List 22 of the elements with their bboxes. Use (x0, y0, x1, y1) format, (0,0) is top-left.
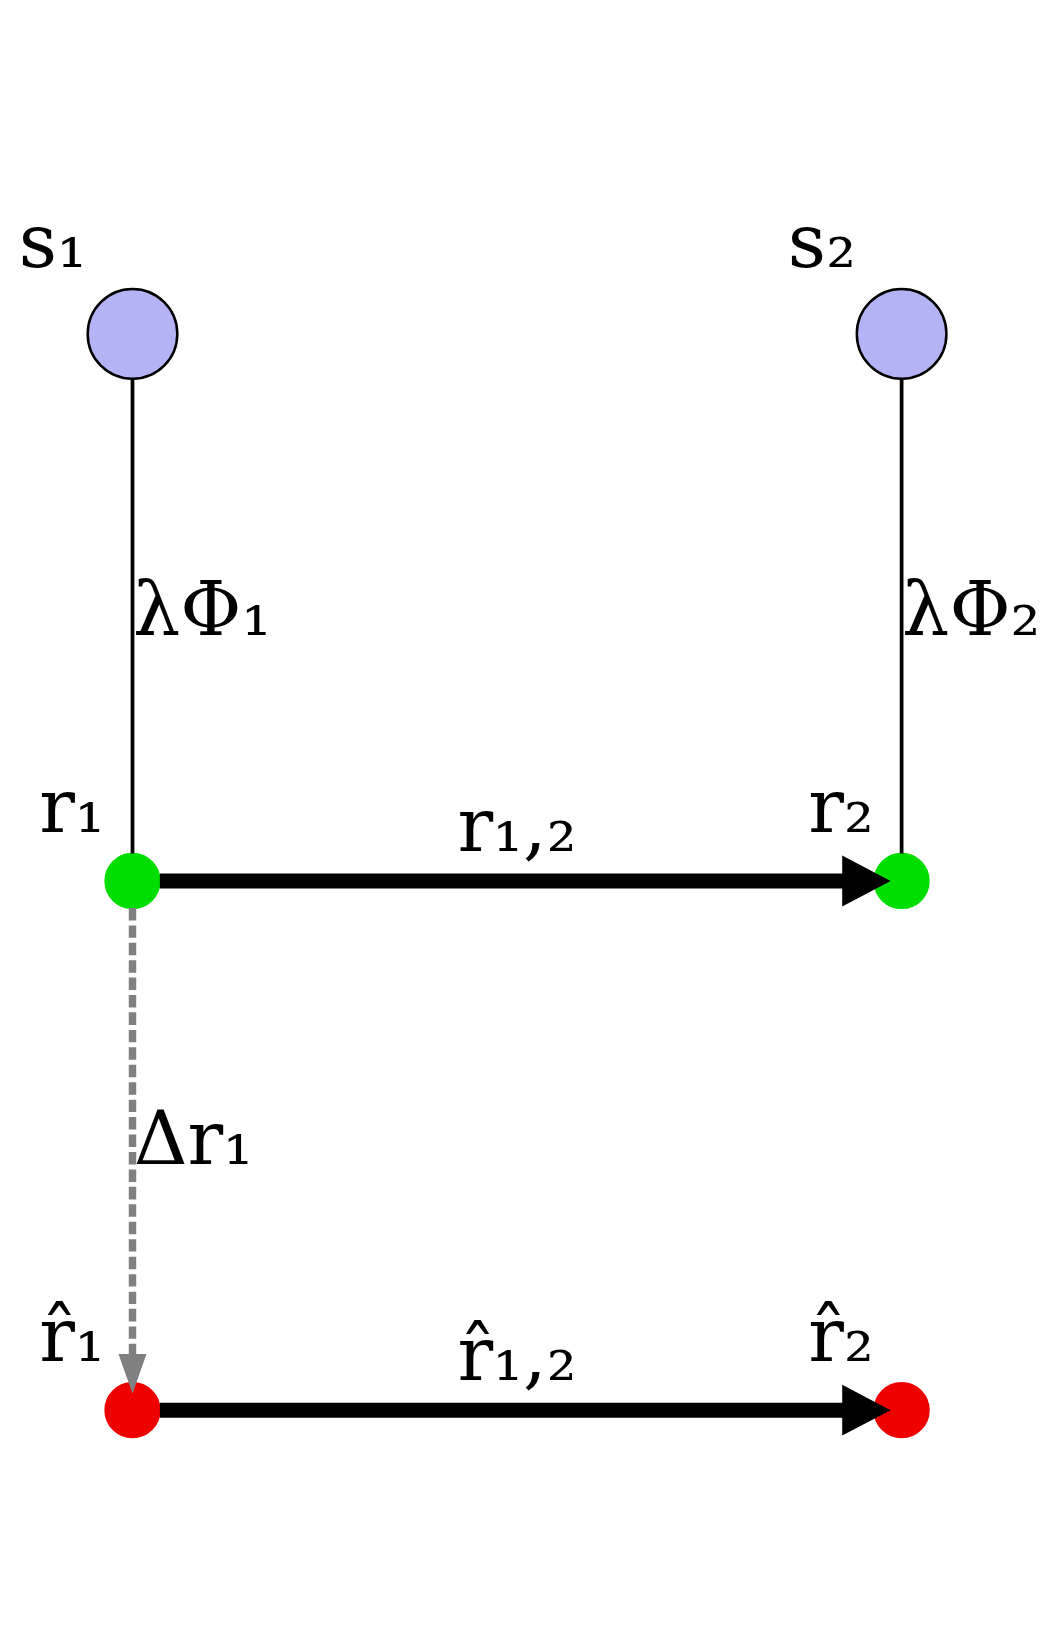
connector (130, 378, 135, 854)
node-circle (104, 852, 161, 910)
edge-label: λΦ₁ (132, 566, 272, 654)
node-circle (873, 1382, 930, 1439)
node-circle (855, 287, 948, 380)
connector (899, 378, 904, 854)
arrow (118, 908, 147, 1394)
edge-label: r̂₁,₂ (457, 1311, 577, 1399)
node-label: s₁ (18, 197, 87, 285)
edge-label: λΦ₂ (902, 566, 1041, 654)
node-label: r₁ (39, 762, 105, 850)
node-circle (873, 852, 930, 910)
node-label: r̂₂ (808, 1291, 874, 1379)
node-label: r̂₁ (39, 1291, 105, 1379)
edge-label: r₁,₂ (457, 782, 577, 870)
node-circle (104, 1382, 161, 1439)
node-label: r₂ (808, 762, 874, 850)
node-label: s₂ (787, 197, 857, 285)
arrow (159, 855, 891, 907)
node-circle (86, 287, 179, 380)
arrow (159, 1384, 891, 1436)
edge-label: Δr₁ (133, 1095, 254, 1183)
